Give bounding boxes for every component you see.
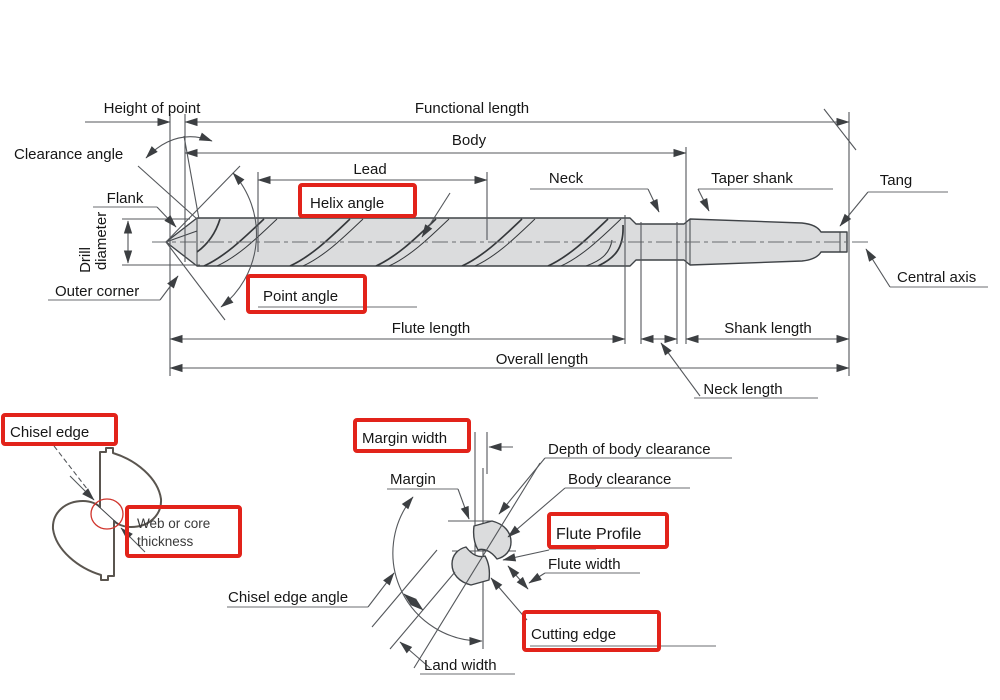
label-cutting-edge: Cutting edge [531,626,616,643]
label-flute-profile: Flute Profile [556,526,641,543]
label-drill-diameter-line2: diameter [93,212,110,270]
flute-width-arrow [507,565,529,590]
chisel-edge-axis-line [413,462,541,669]
label-depth-of-body-clearance: Depth of body clearance [548,441,711,458]
highlight-box-cutting-edge [522,610,661,652]
highlight-box-web-thickness [125,505,242,558]
label-height-of-point: Height of point [104,100,202,117]
label-neck: Neck [549,170,584,187]
label-margin-width: Margin width [362,430,447,447]
label-point-angle: Point angle [263,288,338,305]
highlight-box-margin-width [353,418,471,453]
spiral-flutes [197,218,624,266]
label-body: Body [452,132,487,149]
label-margin: Margin [390,471,436,488]
label-functional-length: Functional length [415,100,529,117]
chisel-edge-leader [53,445,89,491]
label-flank: Flank [107,190,144,207]
side-view-labels: Height of point Functional length Body L… [14,100,976,398]
label-lead: Lead [353,161,386,178]
chisel-edge-angle-arc [392,496,483,646]
land-width-arrow [403,593,424,611]
label-body-clearance: Body clearance [568,471,671,488]
highlight-box-chisel-edge [1,413,118,446]
drill-side-view [152,217,872,267]
label-neck-length: Neck length [703,381,782,398]
chisel-edge-line [95,503,120,526]
label-chisel-edge-angle: Chisel edge angle [228,589,348,606]
label-flute-length: Flute length [392,320,470,337]
chisel-edge-highlight-circle [90,498,124,530]
label-outer-corner: Outer corner [55,283,139,300]
label-taper-shank: Taper shank [711,170,793,187]
drill-point-end-view [227,432,732,675]
label-shank-length: Shank length [724,320,812,337]
highlight-box-point-angle [246,274,367,314]
label-web-thickness-line1: Web or core [137,516,210,531]
label-central-axis: Central axis [897,269,976,286]
label-land-width: Land width [424,657,497,674]
label-web-thickness-line2: thickness [137,534,194,549]
label-helix-angle: Helix angle [310,195,384,212]
label-flute-width: Flute width [548,556,621,573]
side-view-dimensions [48,108,988,399]
label-tang: Tang [880,172,913,189]
web-thickness-arrow-upper [69,475,95,501]
label-chisel-edge: Chisel edge [10,424,89,441]
bottom-labels: Chisel edge Web or core thickness Margin… [10,424,711,674]
label-overall-length: Overall length [496,351,589,368]
web-cross-section-view [51,445,163,581]
label-drill-diameter-line1: Drill [77,247,94,273]
highlight-boxes [1,183,669,652]
end-view-lower-lobe [451,546,491,586]
highlight-box-helix-angle [298,183,417,218]
highlight-box-flute-profile [547,512,669,549]
label-clearance-angle: Clearance angle [14,146,123,163]
flank-edge-line [165,230,198,243]
